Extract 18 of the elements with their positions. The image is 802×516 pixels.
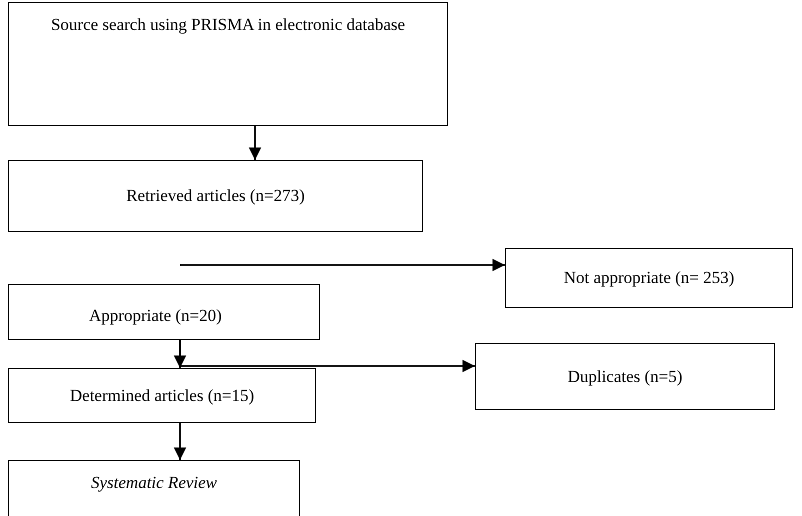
arrow [174, 423, 186, 460]
box-text: Appropriate (n=20) [89, 306, 222, 326]
arrow [179, 340, 475, 372]
arrow [180, 258, 505, 272]
box-text: Determined articles (n=15) [70, 386, 254, 406]
arrow [248, 126, 262, 160]
process-box [505, 248, 793, 308]
box-text: Not appropriate (n= 253) [564, 268, 734, 288]
process-box [475, 343, 775, 410]
process-box [8, 460, 300, 516]
box-text: Source search using PRISMA in electronic database [50, 15, 406, 35]
process-box [8, 284, 320, 340]
process-box [8, 160, 423, 232]
box-text: Retrieved articles (n=273) [126, 186, 305, 206]
box-text: Systematic Review [90, 473, 218, 493]
box-text: Duplicates (n=5) [568, 366, 682, 386]
process-box [8, 368, 316, 423]
process-box [8, 2, 448, 126]
